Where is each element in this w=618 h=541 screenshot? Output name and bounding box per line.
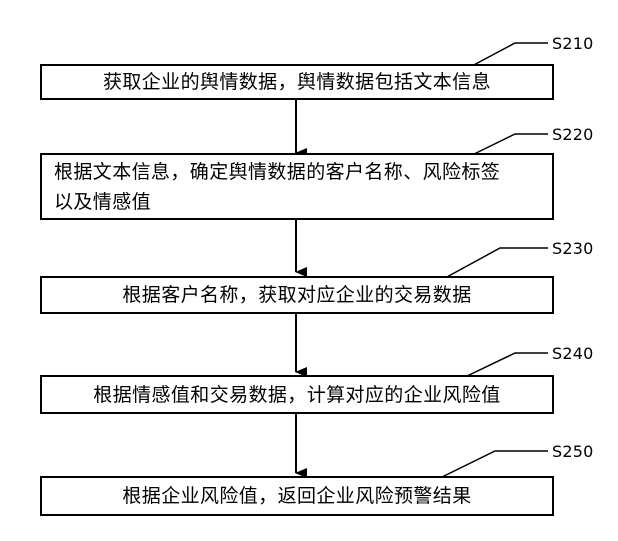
leader-line-s250: [439, 450, 548, 479]
step-text-s250: 根据企业风险值，返回企业风险预警结果: [122, 485, 472, 507]
step-box-s240: 根据情感值和交易数据，计算对应的企业风险值: [40, 375, 554, 414]
step-label-s220: S220: [552, 125, 594, 144]
step-text-s220: 根据文本信息，确定舆情数据的客户名称、风险标签以及情感值: [54, 160, 501, 213]
step-label-s250: S250: [552, 442, 594, 461]
step-box-s250: 根据企业风险值，返回企业风险预警结果: [40, 476, 554, 516]
step-box-s230: 根据客户名称，获取对应企业的交易数据: [40, 276, 554, 314]
leader-line-s240: [464, 352, 548, 378]
leader-line-s220: [469, 133, 548, 157]
step-text-s230: 根据客户名称，获取对应企业的交易数据: [122, 284, 472, 306]
step-label-s230: S230: [552, 239, 594, 258]
step-label-s240: S240: [552, 344, 594, 363]
step-box-s210: 获取企业的舆情数据，舆情数据包括文本信息: [40, 64, 554, 100]
step-label-s210: S210: [552, 34, 594, 53]
step-text-s210: 获取企业的舆情数据，舆情数据包括文本信息: [102, 71, 491, 93]
leader-line-s210: [469, 42, 548, 68]
step-box-s220: 根据文本信息，确定舆情数据的客户名称、风险标签以及情感值: [40, 153, 554, 220]
leader-line-s230: [444, 247, 548, 279]
step-text-s240: 根据情感值和交易数据，计算对应的企业风险值: [93, 383, 501, 406]
